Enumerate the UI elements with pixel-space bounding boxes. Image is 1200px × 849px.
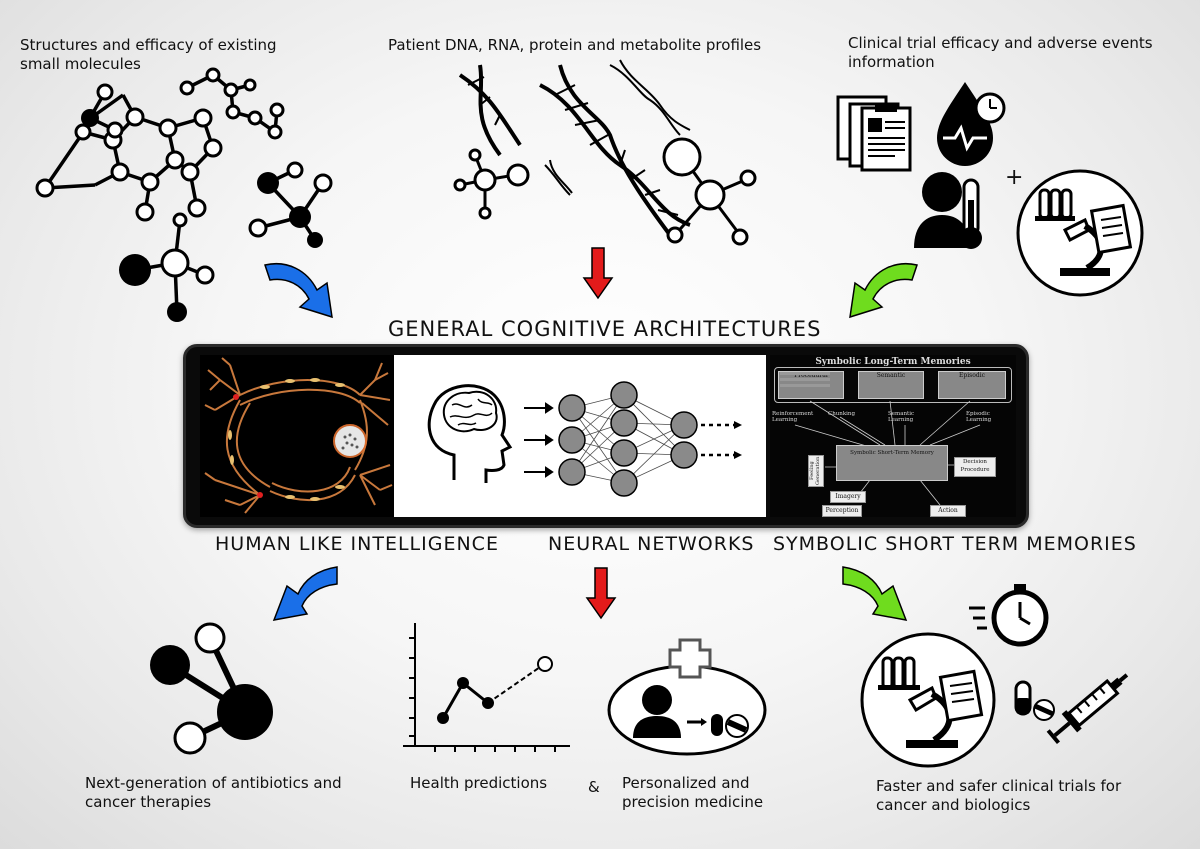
neural-networks-label: NEURAL NETWORKS bbox=[548, 533, 755, 555]
dna-helix-icon bbox=[453, 59, 757, 246]
chunking-label: Chunking bbox=[828, 411, 855, 417]
molecule-output-icon bbox=[150, 622, 273, 755]
small-molecules-icon bbox=[35, 67, 333, 322]
green-arrow-out bbox=[842, 566, 908, 621]
ltm-title: Symbolic Long-Term Memories bbox=[815, 357, 971, 367]
decision-box: Decision Procedure bbox=[954, 457, 996, 477]
antibiotics-label: Next-generation of antibiotics and cance… bbox=[85, 774, 342, 811]
neural-network-image bbox=[394, 355, 766, 517]
neuron-image bbox=[200, 355, 396, 517]
plus-sign: + bbox=[1005, 165, 1024, 190]
clinical-label: Clinical trial efficacy and adverse even… bbox=[848, 34, 1153, 71]
red-arrow-out bbox=[585, 567, 617, 620]
lab-microscope-icon bbox=[1016, 169, 1144, 297]
procedural-box: Procedural bbox=[778, 371, 844, 399]
rl-label: Reinforcement Learning bbox=[772, 411, 814, 423]
architecture-title: GENERAL COGNITIVE ARCHITECTURES bbox=[388, 317, 822, 341]
perception-box: Perception bbox=[822, 505, 862, 517]
green-arrow-in bbox=[849, 263, 918, 319]
trials-lab-icon bbox=[860, 632, 996, 768]
semantic-learning-label: Semantic Learning bbox=[888, 411, 915, 423]
stopwatch-icon bbox=[969, 584, 1049, 647]
pills-syringe-icon bbox=[1014, 673, 1129, 745]
personalized-medicine-label: Personalized and precision medicine bbox=[622, 774, 764, 811]
human-intelligence-label: HUMAN LIKE INTELLIGENCE bbox=[215, 533, 499, 555]
episodic-learning-label: Episodic Learning bbox=[966, 411, 992, 423]
action-box: Action bbox=[930, 505, 966, 517]
health-predictions-label: Health predictions bbox=[410, 774, 548, 792]
clinical-trials-label: Faster and safer clinical trials for can… bbox=[876, 777, 1122, 814]
omics-label: Patient DNA, RNA, protein and metabolite… bbox=[388, 36, 762, 54]
clinical-docs-icon bbox=[836, 95, 912, 172]
personalized-medicine-icon bbox=[607, 638, 767, 756]
episodic-box: Episodic bbox=[938, 371, 1006, 399]
semantic-box: Semantic bbox=[858, 371, 924, 399]
small-molecules-label: Structures and efficacy of existing smal… bbox=[20, 36, 277, 73]
feeling-box: Feeling Generation bbox=[808, 455, 824, 487]
imagery-box: Imagery bbox=[830, 491, 866, 503]
patient-thermometer-icon bbox=[914, 172, 982, 249]
blood-drop-timer-icon bbox=[937, 82, 1006, 166]
blue-arrow-in bbox=[264, 263, 333, 319]
symbolic-memory-diagram: Symbolic Long-Term Memories Procedural S… bbox=[770, 355, 1016, 517]
architecture-panel: Symbolic Long-Term Memories Procedural S… bbox=[183, 344, 1029, 528]
health-prediction-chart-icon bbox=[403, 623, 570, 752]
blue-arrow-out bbox=[272, 566, 338, 621]
red-arrow-in bbox=[582, 247, 614, 300]
symbolic-stm-label: SYMBOLIC SHORT TERM MEMORIES bbox=[773, 533, 1137, 555]
stm-box: Symbolic Short-Term Memory bbox=[836, 445, 948, 481]
ampersand: & bbox=[588, 778, 600, 796]
